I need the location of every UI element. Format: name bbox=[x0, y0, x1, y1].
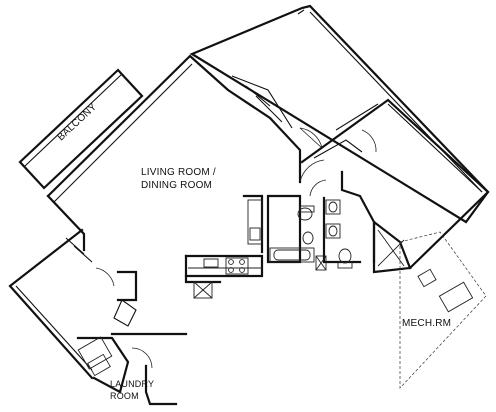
balcony-area bbox=[18, 68, 144, 190]
kitchen bbox=[184, 194, 264, 299]
bedroom-left bbox=[8, 228, 188, 380]
bedroom-top-right bbox=[189, 4, 490, 224]
laundry-label-line2: ROOM bbox=[110, 391, 139, 401]
laundry-label-line1: LAUNDRY bbox=[110, 379, 154, 389]
mech-room bbox=[399, 231, 487, 389]
mech-room-label: MECH.RM bbox=[402, 318, 451, 329]
living-dining-room bbox=[46, 54, 325, 284]
bathroom-core bbox=[266, 170, 376, 271]
shower-closet bbox=[372, 219, 412, 274]
living-room-label-line2: DINING ROOM bbox=[141, 180, 212, 191]
bedroom-right bbox=[300, 98, 490, 270]
living-room-label-line1: LIVING ROOM / bbox=[141, 167, 216, 178]
laundry-room bbox=[76, 336, 178, 406]
